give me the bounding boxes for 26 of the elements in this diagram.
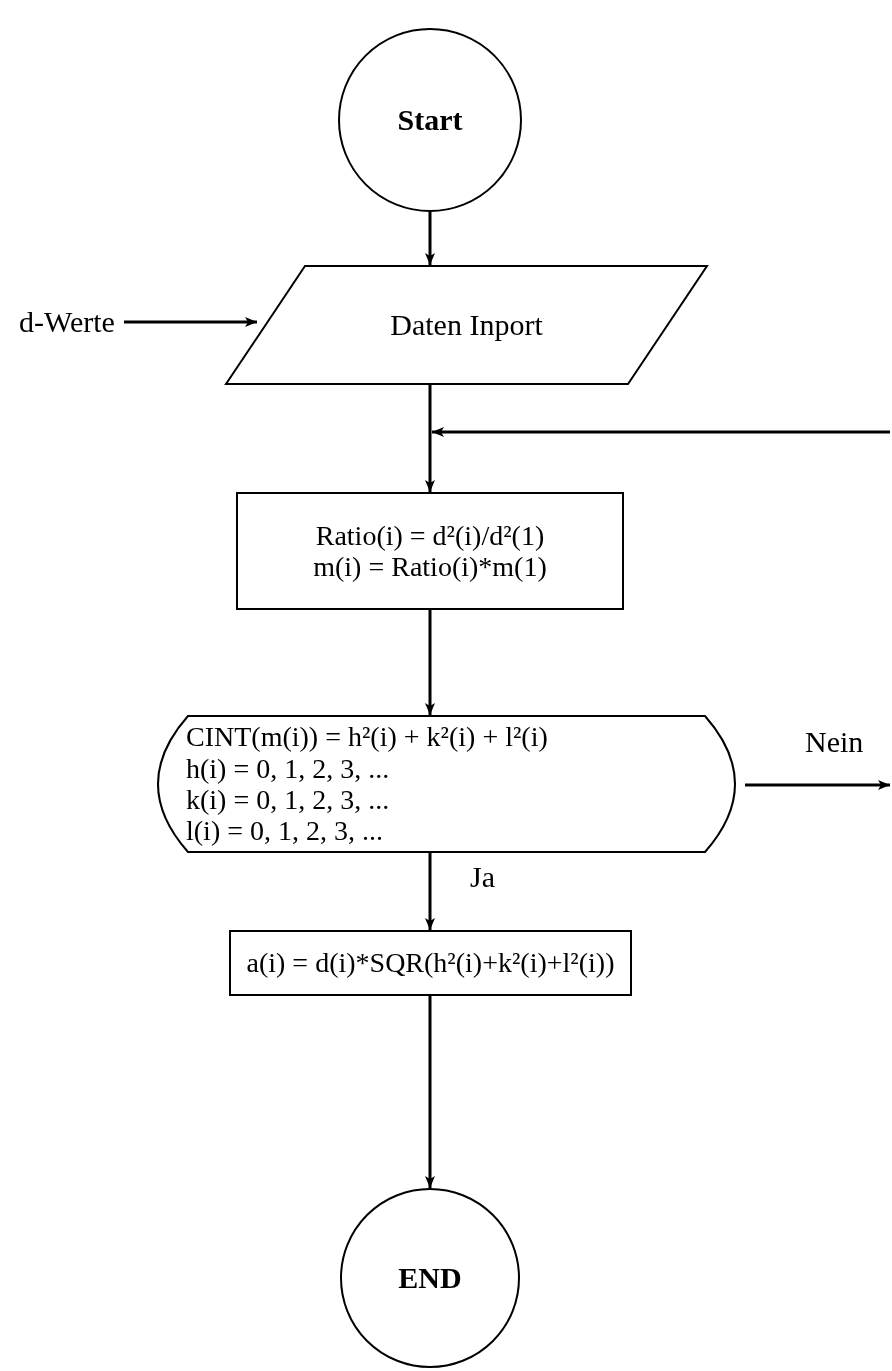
arrow <box>425 385 435 492</box>
arrow <box>745 780 890 790</box>
node-text: m(i) = Ratio(i)*m(1) <box>313 551 547 583</box>
node-text: k(i) = 0, 1, 2, 3, ... <box>186 784 390 816</box>
node-text: Daten Inport <box>390 308 543 342</box>
node-text: CINT(m(i)) = h²(i) + k²(i) + l²(i) <box>186 721 548 753</box>
arrow <box>432 427 890 437</box>
arrow <box>425 212 435 265</box>
arrow <box>425 853 435 930</box>
arrow <box>425 996 435 1188</box>
edge-label: Nein <box>805 725 864 759</box>
terminal-label: END <box>398 1261 462 1295</box>
process-box <box>229 930 632 996</box>
arrow <box>425 610 435 715</box>
node-text: l(i) = 0, 1, 2, 3, ... <box>186 815 383 847</box>
process-box <box>236 492 624 610</box>
edge-label: Ja <box>470 860 495 894</box>
node-text: Ratio(i) = d²(i)/d²(1) <box>315 519 545 551</box>
node-text: d-Werte <box>19 305 115 339</box>
arrow <box>124 317 257 327</box>
node-text: h(i) = 0, 1, 2, 3, ... <box>186 752 390 784</box>
terminal-circle <box>338 28 522 212</box>
data-parallelogram <box>225 265 708 385</box>
node-text: a(i) = d(i)*SQR(h²(i)+k²(i)+l²(i)) <box>246 947 615 979</box>
terminal-label: Start <box>397 103 463 137</box>
terminal-circle <box>340 1188 520 1368</box>
